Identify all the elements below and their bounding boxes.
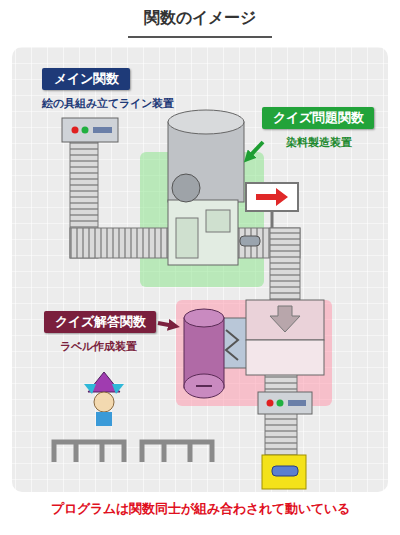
machine-panel (176, 218, 198, 258)
label-sheet (226, 330, 238, 360)
machine-panel (206, 210, 230, 232)
tank-top (168, 110, 244, 134)
function-name: クイズ問題関数 (262, 107, 374, 129)
pink-highlight (176, 300, 332, 406)
sign-board (246, 183, 298, 211)
lamp (267, 400, 274, 407)
diagram-title: 関数のイメージ (0, 8, 400, 29)
mixer-dome (172, 174, 200, 202)
roller-end (184, 374, 224, 398)
character-hat (112, 384, 124, 394)
function-name: メイン関数 (42, 68, 130, 90)
function-name: クイズ解答関数 (44, 311, 156, 333)
function-label: クイズ解答関数ラベル作成装置 (44, 311, 156, 354)
console-slot (288, 400, 306, 406)
function-label: メイン関数絵の具組み立てライン装置 (42, 68, 174, 111)
conveyor (265, 372, 297, 462)
press-arrow (270, 306, 300, 332)
machine-body (168, 200, 238, 265)
roller-end (184, 309, 224, 327)
diagram-caption: プログラムは関数同士が組み合わされて動いている (0, 500, 400, 518)
roller-axis (196, 385, 212, 387)
press-box (246, 300, 324, 340)
character-face (94, 392, 114, 412)
device-name: 染料製造装置 (262, 135, 374, 150)
paint-tube (240, 236, 260, 246)
sign-arrow (256, 188, 288, 206)
control-console (62, 118, 118, 142)
title-underline (128, 36, 272, 38)
conveyor (270, 228, 300, 308)
grid-panel (12, 47, 388, 492)
output-box (262, 455, 306, 489)
console-slot (93, 127, 112, 133)
labeled-tube (272, 466, 298, 476)
lamp (72, 127, 79, 134)
bench (54, 442, 124, 462)
control-console (258, 392, 312, 414)
lamp (82, 127, 89, 134)
sign-post (271, 210, 274, 228)
device-name: 絵の具組み立てライン装置 (42, 96, 174, 111)
pointer-arrow (248, 142, 263, 158)
device-name: ラベル作成装置 (44, 339, 156, 354)
character-hat (84, 384, 96, 394)
function-label: クイズ問題関数染料製造装置 (262, 107, 374, 150)
character-body (96, 412, 112, 426)
bench (142, 442, 212, 462)
press-base (246, 340, 324, 375)
pointer-arrow (158, 323, 174, 326)
lamp (277, 400, 284, 407)
